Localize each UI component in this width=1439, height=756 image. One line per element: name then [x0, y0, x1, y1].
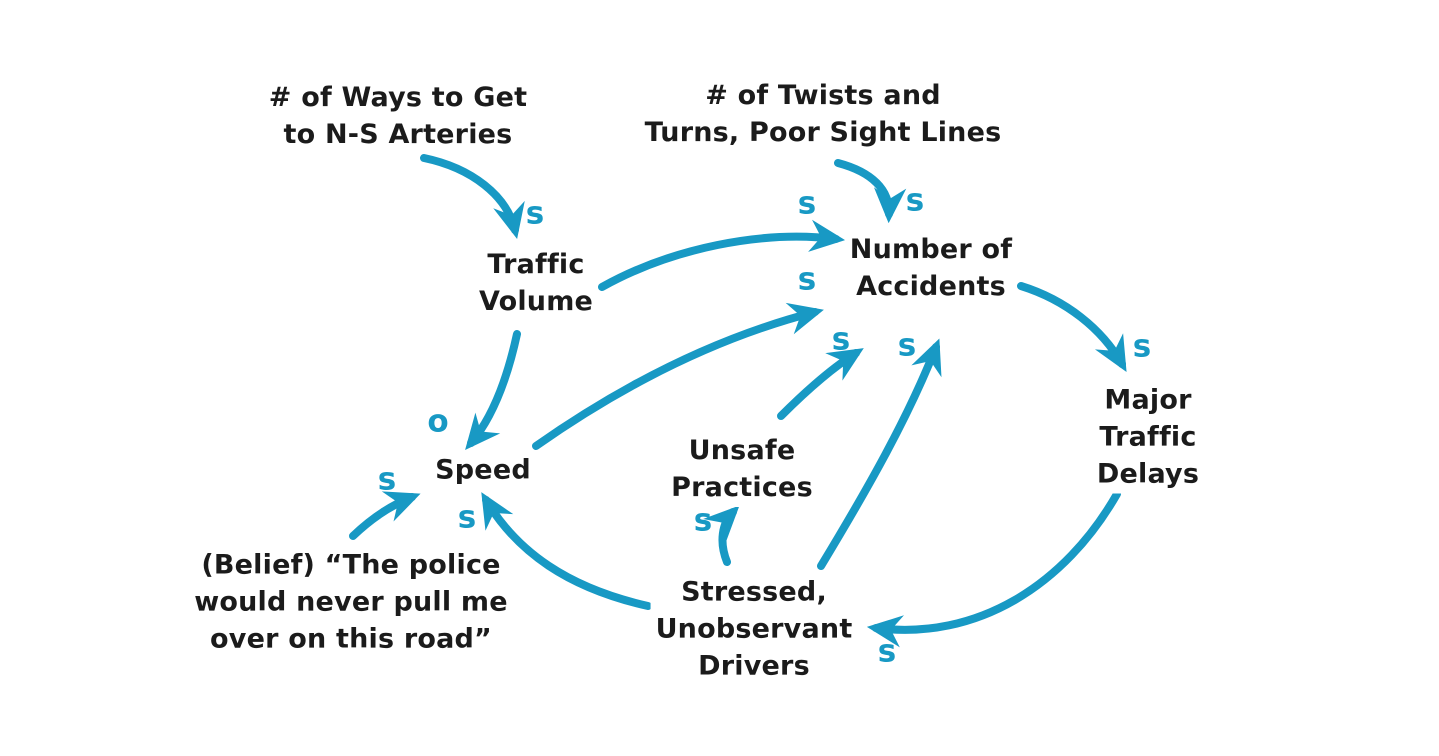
node-stressed-drivers: Stressed, Unobservant Drivers	[650, 572, 858, 686]
arrow-traffic-volume-to-speed	[465, 330, 521, 451]
node-twists-and-turns: # of Twists and Turns, Poor Sight Lines	[639, 76, 1007, 152]
arrow-ways-to-traffic-volume	[420, 154, 525, 239]
polarity-unsafe-accidents: s	[831, 321, 851, 358]
node-police-belief: (Belief) “The police would never pull me…	[189, 545, 513, 659]
node-major-traffic-delays: Major Traffic Delays	[1091, 380, 1205, 494]
node-traffic-volume: Traffic Volume	[473, 245, 599, 321]
arrow-belief-to-speed	[349, 491, 421, 540]
arrow-accidents-to-delays	[1017, 282, 1127, 372]
arrow-unsafe-to-accidents	[777, 348, 864, 420]
polarity-stressed-unsafe: s	[693, 502, 713, 539]
polarity-traffic-volume-accidents: s	[797, 185, 817, 222]
arrow-speed-to-accidents	[532, 302, 824, 450]
arrow-delays-to-stressed	[866, 490, 1121, 648]
polarity-stressed-accidents: s	[897, 327, 917, 364]
polarity-delays-stressed: s	[877, 633, 897, 670]
arrow-traffic-volume-to-accidents	[598, 219, 846, 291]
arrow-stressed-to-accidents	[817, 338, 942, 570]
node-speed: Speed	[430, 450, 536, 490]
polarity-stressed-speed: s	[457, 499, 477, 536]
arrow-stressed-to-speed	[481, 492, 652, 610]
arrow-twists-to-accidents	[834, 159, 907, 224]
node-number-of-accidents: Number of Accidents	[844, 230, 1018, 306]
node-ways-to-arteries: # of Ways to Get to N-S Arteries	[263, 78, 533, 154]
arrow-stressed-to-unsafe	[703, 505, 740, 566]
polarity-belief-speed: s	[377, 461, 397, 498]
node-unsafe-practices: Unsafe Practices	[666, 431, 818, 507]
polarity-speed-accidents: s	[797, 261, 817, 298]
polarity-accidents-delays: s	[1132, 328, 1152, 365]
polarity-traffic-volume-speed: o	[427, 403, 449, 440]
polarity-ways-traffic-volume: s	[525, 195, 545, 232]
polarity-twists-accidents: s	[905, 182, 925, 219]
